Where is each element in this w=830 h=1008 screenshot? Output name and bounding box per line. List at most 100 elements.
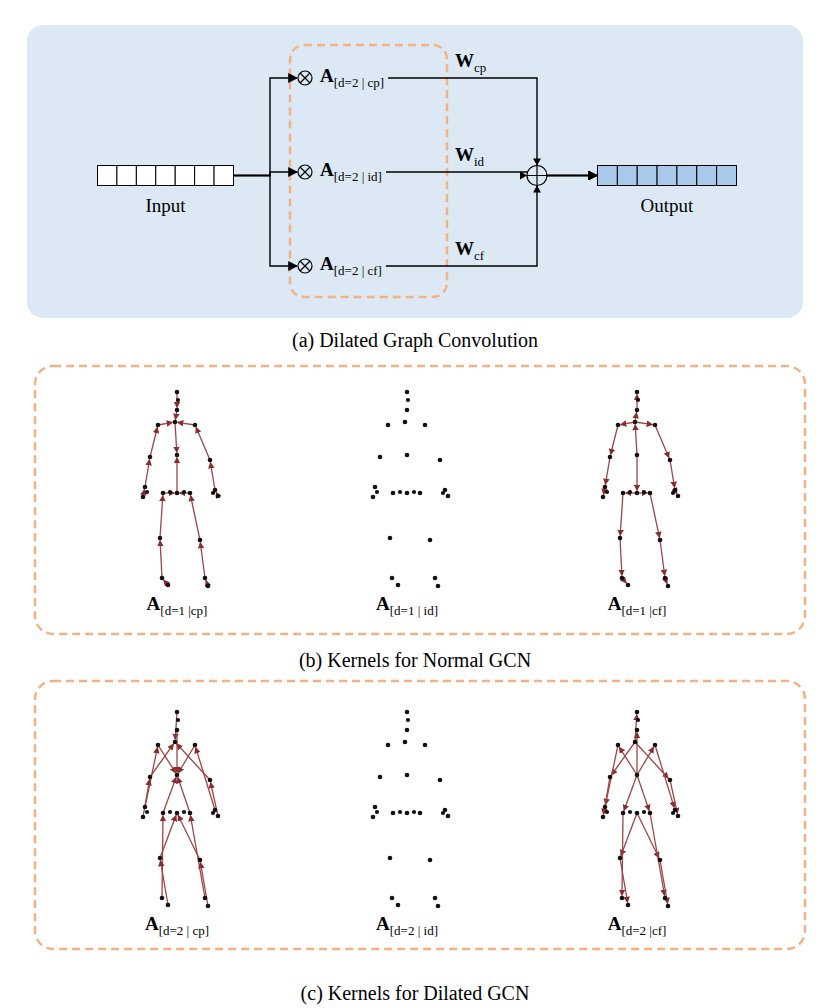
- multiply-cross: [300, 167, 310, 177]
- joint-dot: [188, 811, 193, 816]
- sum-arrowhead: [533, 186, 541, 193]
- joint-dot: [601, 815, 606, 820]
- kernel-panel-outline: [35, 681, 805, 949]
- skeleton-figure: [371, 390, 451, 589]
- joint-dot: [608, 455, 613, 460]
- array-label: Output: [641, 195, 694, 218]
- bone-arrow: [635, 425, 637, 456]
- joint-dot: [390, 576, 395, 581]
- kernel-label: A[d=2 | id]: [320, 159, 382, 185]
- sum-arrowhead: [520, 172, 527, 180]
- bone-arrow: [176, 730, 177, 773]
- joint-dot: [626, 583, 631, 588]
- bone-arrow: [637, 747, 654, 775]
- feature-cell: [98, 166, 117, 186]
- kernel-label: A[d=2 | cp]: [145, 913, 209, 939]
- joint-dot: [418, 811, 423, 816]
- joint-dot: [635, 408, 640, 413]
- joint-dot: [668, 778, 673, 783]
- joint-dot: [403, 420, 408, 425]
- skeleton-figure: [141, 390, 221, 589]
- joint-dot: [648, 491, 653, 496]
- bone-arrow: [200, 863, 208, 907]
- joint-dot: [182, 490, 186, 494]
- multiply-circle: [298, 71, 312, 85]
- joint-dot: [405, 728, 410, 733]
- joint-dot: [405, 773, 410, 778]
- bone-arrow: [196, 747, 215, 810]
- joint-dot: [412, 490, 416, 494]
- bone-arrow: [176, 458, 177, 494]
- joint-dot: [175, 390, 180, 395]
- joint-dot: [628, 490, 632, 494]
- joint-dot: [405, 390, 410, 395]
- bone-arrow: [637, 775, 649, 811]
- feature-cell: [677, 166, 697, 186]
- bone-arrow: [145, 460, 150, 488]
- weight-label: Wcp: [452, 50, 489, 76]
- joint-dot: [428, 858, 433, 863]
- joint-dot: [398, 810, 402, 814]
- joint-dot: [141, 815, 146, 820]
- adjacency-kernel: A[d=2 | cp]: [297, 63, 388, 93]
- joint-dot: [148, 455, 153, 460]
- bone-arrow: [655, 425, 669, 458]
- joint-dot: [175, 408, 180, 413]
- sum-cross: [527, 166, 547, 186]
- bone-arrow: [620, 493, 623, 536]
- joint-dot: [428, 538, 433, 543]
- bone-arrow: [210, 463, 215, 491]
- joint-dot: [653, 423, 658, 428]
- joint-dot: [176, 718, 180, 722]
- joint-dot: [636, 718, 640, 722]
- joint-dot: [418, 491, 423, 496]
- joint-dot: [388, 536, 393, 541]
- joint-dot: [160, 896, 165, 901]
- skeleton-figure: [371, 710, 451, 909]
- bone-arrow: [635, 422, 653, 425]
- bone-arrow: [160, 496, 163, 539]
- joint-dot: [663, 576, 668, 581]
- joint-dot: [446, 814, 451, 819]
- joint-dot: [635, 811, 640, 816]
- joint-dot: [603, 805, 608, 810]
- joint-dot: [391, 491, 396, 496]
- sum-arrowhead: [533, 159, 541, 166]
- bone-arrow: [143, 780, 150, 818]
- joint-dot: [173, 420, 178, 425]
- bone-arrow: [636, 455, 637, 491]
- joint-dot: [663, 896, 668, 901]
- joint-dot: [642, 810, 646, 814]
- joint-dot: [166, 903, 171, 908]
- bone-arrow: [211, 782, 219, 816]
- joint-dot: [203, 576, 208, 581]
- joint-dot: [145, 810, 149, 814]
- feature-array: Input: [97, 165, 234, 186]
- joint-dot: [373, 485, 378, 490]
- bone-arrow: [178, 422, 196, 425]
- joint-dot: [441, 811, 445, 815]
- feature-array: Output: [597, 165, 737, 186]
- joint-dot: [168, 490, 172, 494]
- feature-cell: [117, 166, 136, 186]
- joint-dot: [626, 903, 631, 908]
- bone-arrow: [637, 813, 659, 858]
- joint-dot: [423, 743, 428, 748]
- joint-dot: [375, 490, 379, 494]
- joint-dot: [618, 856, 623, 861]
- bone-arrow: [191, 495, 201, 540]
- joint-dot: [158, 856, 163, 861]
- joint-dot: [635, 390, 640, 395]
- joint-dot: [208, 458, 213, 463]
- multiply-symbol: [297, 70, 313, 86]
- skeleton-figure: [141, 710, 221, 909]
- skeleton-figure: [601, 390, 681, 589]
- joint-dot: [193, 743, 198, 748]
- bone-arrow: [660, 860, 668, 904]
- joint-dot: [396, 903, 401, 908]
- joint-dot: [176, 398, 180, 402]
- joint-dot: [668, 458, 673, 463]
- multiply-circle: [298, 259, 312, 273]
